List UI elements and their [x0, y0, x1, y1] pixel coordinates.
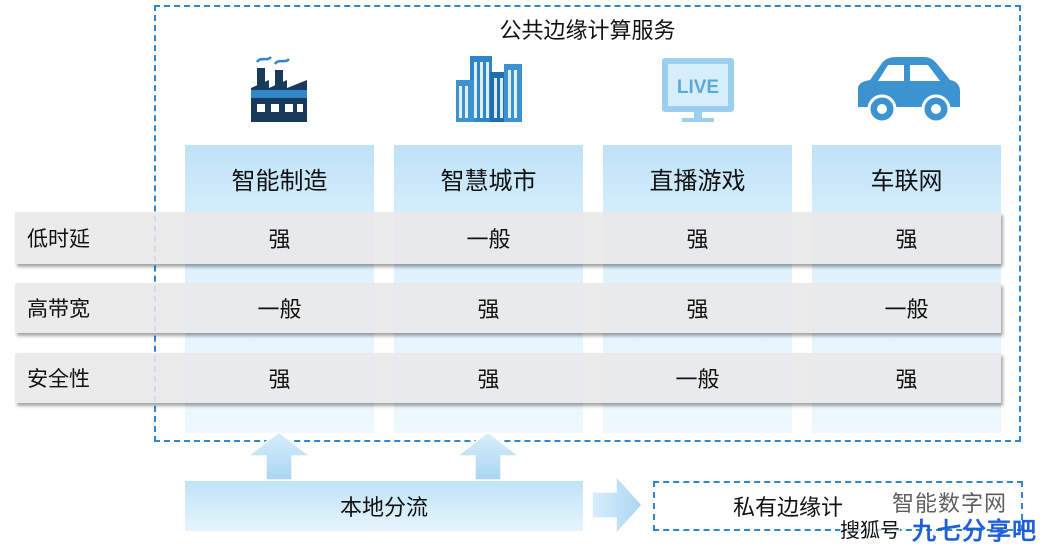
- up-arrow-icon: [455, 430, 521, 482]
- watermark-text: 智能数字网: [892, 492, 1008, 517]
- frame-title: 公共边缘计算服务: [499, 19, 676, 44]
- row-band-security: [15, 353, 1001, 403]
- local-offload-bar: 本地分流: [185, 481, 583, 531]
- column-header-manufacturing: 智能制造: [185, 145, 374, 212]
- right-arrow-icon: [590, 474, 644, 536]
- private-edge-label: 私有边缘计: [733, 496, 844, 521]
- row-label-latency: 低时延: [27, 227, 90, 251]
- live-tv-icon: LIVE: [660, 56, 736, 124]
- live-text: LIVE: [677, 77, 719, 98]
- cell-security-manufacturing: 强: [268, 368, 291, 393]
- cell-latency-smart-city: 一般: [466, 228, 511, 253]
- cell-bandwidth-manufacturing: 一般: [257, 298, 302, 323]
- car-icon: [852, 55, 964, 125]
- row-band-latency: [15, 212, 1001, 264]
- cell-security-iov: 强: [895, 368, 918, 393]
- cell-security-live-gaming: 一般: [675, 368, 720, 393]
- cell-bandwidth-live-gaming: 强: [686, 298, 709, 323]
- sohu-watermark: 搜狐号: [840, 514, 900, 543]
- site-watermark: 九七分享吧: [912, 517, 1037, 545]
- cell-bandwidth-iov: 一般: [884, 298, 929, 323]
- factory-icon: [247, 54, 311, 124]
- cell-latency-live-gaming: 强: [686, 228, 709, 253]
- city-buildings-icon: [454, 52, 524, 124]
- column-header-iov: 车联网: [812, 145, 1001, 212]
- row-band-bandwidth: [15, 283, 1001, 333]
- up-arrow-icon: [246, 430, 312, 482]
- row-label-bandwidth: 高带宽: [27, 297, 90, 321]
- column-header-smart-city: 智慧城市: [394, 145, 583, 212]
- row-label-security: 安全性: [27, 367, 90, 391]
- cell-latency-manufacturing: 强: [268, 228, 291, 253]
- cell-security-smart-city: 强: [477, 368, 500, 393]
- cell-latency-iov: 强: [895, 228, 918, 253]
- column-header-live-gaming: 直播游戏: [603, 145, 792, 212]
- cell-bandwidth-smart-city: 强: [477, 298, 500, 323]
- private-edge-box: 私有边缘计: [653, 481, 1023, 531]
